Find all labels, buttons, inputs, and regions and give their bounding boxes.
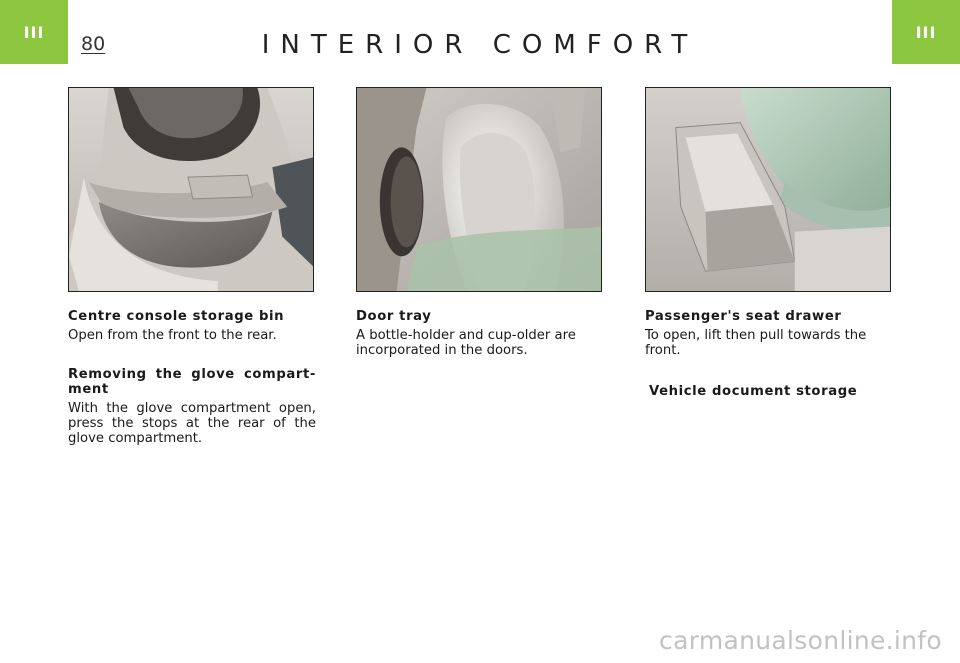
section-centre-console: Centre console storage bin Open from the… (68, 309, 316, 343)
section-tab-left: III (0, 0, 68, 64)
section-number: III (23, 22, 45, 42)
section-vehicle-documents: Vehicle document storage (645, 384, 893, 399)
section-heading: Passenger's seat drawer (645, 309, 842, 324)
page-number: 80 (81, 33, 106, 55)
watermark: carmanualsonline.info (659, 626, 942, 655)
section-door-tray: Door tray A bottle-holder and cup-older … (356, 309, 604, 358)
section-body: To open, lift then pull towards the fron… (645, 328, 867, 358)
section-heading: Centre console storage bin (68, 309, 285, 324)
section-heading: Removing the glove compart-ment (68, 367, 316, 397)
section-body: Open from the front to the rear. (68, 328, 277, 343)
page-title: INTERIOR COMFORT (261, 30, 699, 60)
door-tray-photo (356, 87, 602, 292)
column-door-tray: Door tray A bottle-holder and cup-older … (356, 309, 604, 358)
column-centre-console: Centre console storage bin Open from the… (68, 309, 316, 446)
seat-drawer-photo (645, 87, 891, 292)
section-heading: Door tray (356, 309, 432, 324)
section-heading: Vehicle document storage (649, 384, 858, 399)
section-body: A bottle-holder and cup-older are incorp… (356, 328, 576, 358)
section-glove-compartment: Removing the glove compart-ment With the… (68, 367, 316, 446)
section-body: With the glove compartment open, press t… (68, 401, 316, 446)
section-tab-right: III (892, 0, 960, 64)
section-number: III (915, 22, 937, 42)
centre-console-photo (68, 87, 314, 292)
column-seat-drawer: Passenger's seat drawer To open, lift th… (645, 309, 893, 403)
section-seat-drawer: Passenger's seat drawer To open, lift th… (645, 309, 893, 358)
